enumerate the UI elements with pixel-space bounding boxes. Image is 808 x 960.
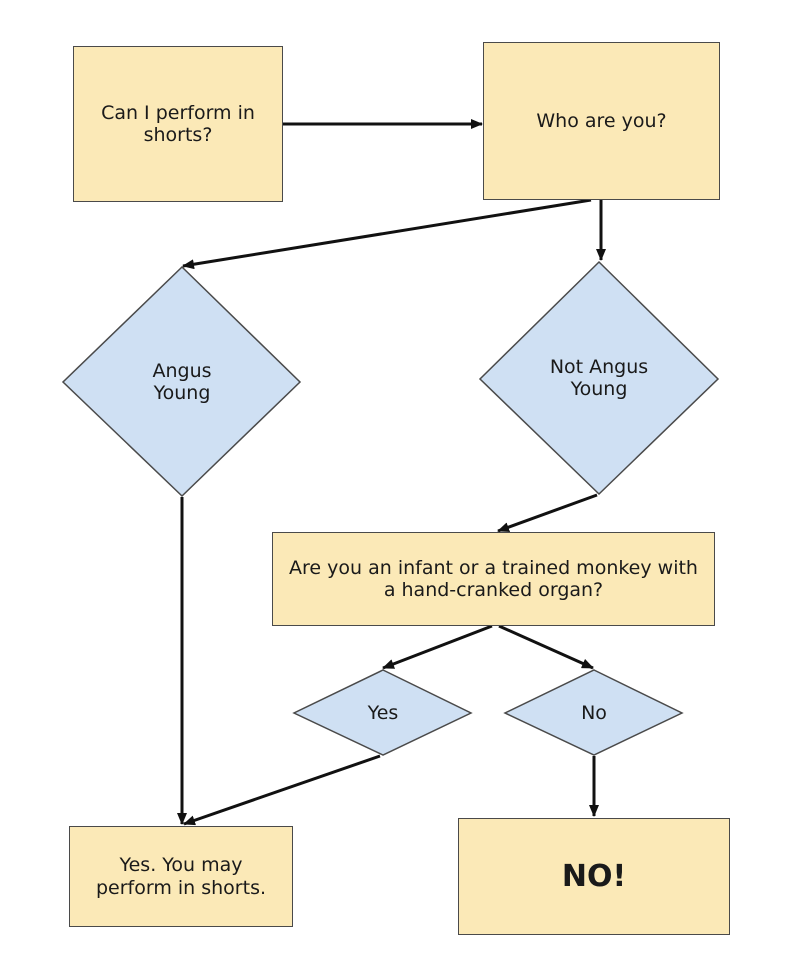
no-diamond bbox=[503, 669, 684, 756]
angus-young-label-wrap: Angus Young bbox=[122, 350, 242, 414]
start-box: Can I perform in shorts? bbox=[73, 46, 283, 202]
infant-question-box: Are you an infant or a trained monkey wi… bbox=[272, 532, 715, 626]
denied-box: NO! bbox=[458, 818, 730, 935]
arrow-question-to-yes bbox=[382, 624, 493, 670]
not-angus-young-diamond bbox=[478, 260, 720, 496]
yes-diamond bbox=[292, 669, 473, 756]
not-angus-young-label-wrap: Not Angus Young bbox=[529, 346, 669, 410]
no-label-wrap: No bbox=[544, 697, 644, 729]
no-text: No bbox=[581, 701, 607, 724]
who-are-you-box: Who are you? bbox=[483, 42, 720, 200]
infant-question-text: Are you an infant or a trained monkey wi… bbox=[289, 556, 698, 601]
start-box-text: Can I perform in shorts? bbox=[101, 101, 255, 146]
arrow-not-angus-to-question bbox=[497, 493, 598, 533]
yes-label-wrap: Yes bbox=[333, 697, 433, 729]
angus-young-text: Angus Young bbox=[152, 359, 212, 404]
angus-young-diamond bbox=[61, 265, 302, 498]
yes-text: Yes bbox=[367, 701, 399, 724]
allowed-box: Yes. You may perform in shorts. bbox=[69, 826, 293, 927]
allowed-text: Yes. You may perform in shorts. bbox=[95, 854, 267, 899]
not-angus-young-text: Not Angus Young bbox=[549, 355, 649, 400]
denied-text: NO! bbox=[561, 858, 627, 894]
arrow-yes-to-allowed bbox=[183, 754, 381, 826]
who-are-you-text: Who are you? bbox=[536, 109, 667, 132]
arrow-question-to-no bbox=[498, 624, 594, 670]
arrow-who-to-angus bbox=[182, 198, 592, 270]
